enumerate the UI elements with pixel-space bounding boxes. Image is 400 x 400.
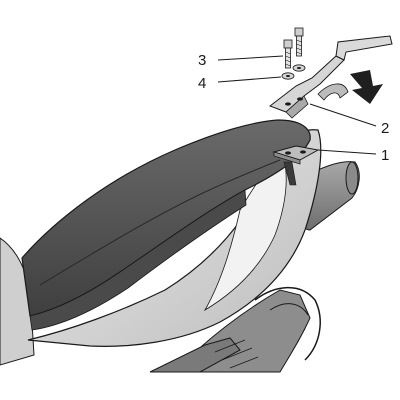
leader-line-3 (217, 55, 284, 61)
mounting-plate (272, 145, 320, 186)
callout-3: 3 (198, 52, 206, 69)
arrow-down-icon (350, 70, 383, 104)
seat-side (29, 189, 247, 331)
bolt-right (294, 27, 304, 57)
tail-bodywork (27, 129, 322, 347)
leader-line-1 (317, 149, 377, 155)
washer-right (292, 64, 306, 72)
washer-left (281, 72, 295, 80)
bolt-left (283, 39, 293, 69)
leader-line-2 (309, 103, 377, 127)
rear-rack-arm (268, 35, 393, 119)
leader-line-4 (217, 76, 282, 83)
lower-frame (149, 286, 321, 373)
seat-seam (39, 159, 281, 286)
callout-2: 2 (381, 120, 389, 137)
callout-4: 4 (198, 75, 206, 92)
callout-1: 1 (381, 147, 389, 164)
